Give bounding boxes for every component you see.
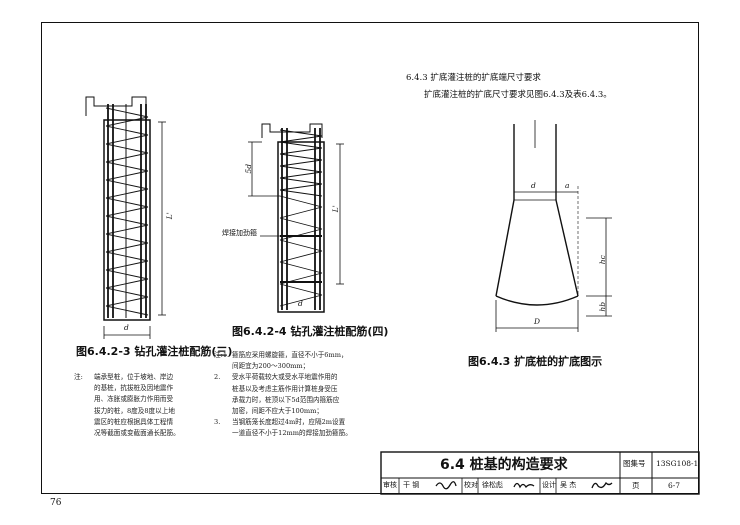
spiral-hoop-segment [105,125,149,136]
page-label: 页 [632,481,640,490]
spiral-hoop-segment [279,189,323,197]
spiral-hoop-segment [105,215,149,226]
spiral-hoop-segment [105,134,149,145]
left-note-line: 拔力的桩，8度及8度以上地 [94,406,175,415]
spiral-hoop-segment [105,161,149,172]
mid-caption: 图6.4.2-4 钻孔灌注桩配筋(四) [232,325,389,338]
mid-note-number: 3. [214,418,221,427]
spiral-hoop-segment [105,278,149,289]
spiral-hoop-segment [279,177,323,185]
left-note-line: 况等截面或变截面通长配筋。 [94,429,180,438]
spiral-hoop-segment [279,129,323,137]
pile-left [85,96,166,339]
spiral-hoop-segment [105,287,149,298]
checker-name: 徐松彪 [482,481,503,489]
spiral-hoop-segment [105,251,149,262]
bell-dim-D: D [534,317,541,326]
spiral-hoop-segment [105,305,149,316]
mid-note-line: 2.受水平荷载较大或受水平地震作用的 [214,372,384,383]
mid-note-line: 桩基以及考虑主筋作用计算桩身受压 [232,384,338,393]
spiral-hoop-segment [279,283,323,296]
mid-dim-d: d [298,299,303,308]
spiral-hoop-segment [279,294,323,307]
reviewer-name: 干 钢 [403,481,420,489]
mid-notes: 注:1.箍筋应采用螺旋箍，直径不小于6mm，间距宜为200～300mm；2.受水… [214,350,384,440]
mid-note-line: 一道直径不小于12mm的焊接加劲箍筋。 [232,429,352,438]
spiral-hoop-segment [105,260,149,271]
spiral-hoop-segment [279,183,323,191]
left-note-line: 震区的桩应根据具体工程情 [94,417,174,426]
left-note-line: 的基桩，抗拔桩及因地震作 [94,384,174,393]
spiral-hoop-segment [105,188,149,199]
spiral-hoop-segment [279,250,323,263]
spiral-hoop-segment [279,195,323,208]
spiral-hoop-segment [279,171,323,179]
left-caption: 图6.4.2-3 钻孔灌注桩配筋(三) [76,345,233,358]
spiral-hoop-segment [105,152,149,163]
atlas-number: 13SG108-1 [656,459,699,468]
mid-note-line: 承载力时，桩顶以下5d范围内箍筋应 [232,395,340,404]
bell-dim-a: a [565,181,570,190]
right-heading: 6.4.3 扩底灌注桩的扩底端尺寸要求 [406,73,541,83]
pile-mid [248,123,344,313]
spiral-hoop-segment [105,224,149,235]
spiral-hoop-segment [279,239,323,252]
left-note-line: 端承型桩，位于坡地、岸边 [94,373,174,381]
spiral-hoop-segment [279,135,323,143]
spiral-hoop-segment [105,170,149,181]
mid-note-number: 注:1. [214,351,230,359]
left-dim-d: d [124,323,129,332]
spiral-hoop-segment [105,179,149,190]
spiral-hoop-segment [105,233,149,244]
atlas-label: 图集号 [623,459,646,468]
spiral-hoop-segment [279,206,323,219]
designer-name: 吴 杰 [560,481,577,489]
spiral-hoop-segment [279,153,323,161]
mid-note-line: 注:1.箍筋应采用螺旋箍，直径不小于6mm， [214,350,384,361]
spiral-hoop-segment [105,143,149,154]
mid-note-line: 3.当钢筋笼长度超过4m时，应隔2m设置 [214,417,384,428]
weld-stiffener-label: 焊接加劲箍 [222,229,257,237]
spiral-hoop-segment [279,159,323,167]
signature-marks [435,481,613,490]
check-label: 校对 [464,481,478,489]
right-subtext: 扩底灌注桩的扩底尺寸要求见图6.4.3及表6.4.3。 [424,90,612,100]
spiral-hoop-segment [105,269,149,280]
section-title: 6.4 桩基的构造要求 [440,457,568,473]
spiral-hoop-segment [279,141,323,149]
bell-dim-hb: hb [598,301,608,312]
mid-note-line: 间距宜为200～300mm； [232,362,310,371]
mid-dim-5d: 5d [244,163,254,174]
review-label: 审核 [383,481,397,489]
page-ref: 6-7 [668,481,681,490]
left-dim-L: L' [164,212,174,220]
spiral-hoop-segment [105,206,149,217]
spiral-hoop-segment [105,242,149,253]
spiral-hoop-segment [279,165,323,173]
bell-dim-hc: hc [597,255,607,265]
mid-dim-L: L' [330,205,340,213]
title-block-grid [380,451,700,495]
left-note-label: 注: [74,373,83,381]
right-caption: 图6.4.3 扩底桩的扩底图示 [468,355,603,368]
page-number: 76 [50,498,62,508]
bell-dim-d: d [531,181,536,190]
left-note-line: 用、冻胀或膨胀力作用而受 [94,395,174,404]
left-note: 端承型桩，位于坡地、岸边的基桩，抗拔桩及因地震作用、冻胀或膨胀力作用而受拔力的桩… [94,372,180,439]
mid-note-number: 2. [214,373,221,382]
spiral-hoop-segment [279,147,323,155]
mid-note-line: 加密，间距不应大于100mm； [232,407,324,416]
spiral-hoop-segment [105,107,149,118]
belled-pile [495,120,612,332]
spiral-hoop-segment [105,116,149,127]
spiral-hoop-segment [105,197,149,208]
spiral-hoop-segment [279,261,323,274]
spiral-hoop-segment [279,228,323,241]
spiral-hoop-segment [279,217,323,230]
spiral-hoop-segment [105,296,149,307]
design-label: 设计 [542,481,556,489]
drawing-frame [41,22,699,494]
